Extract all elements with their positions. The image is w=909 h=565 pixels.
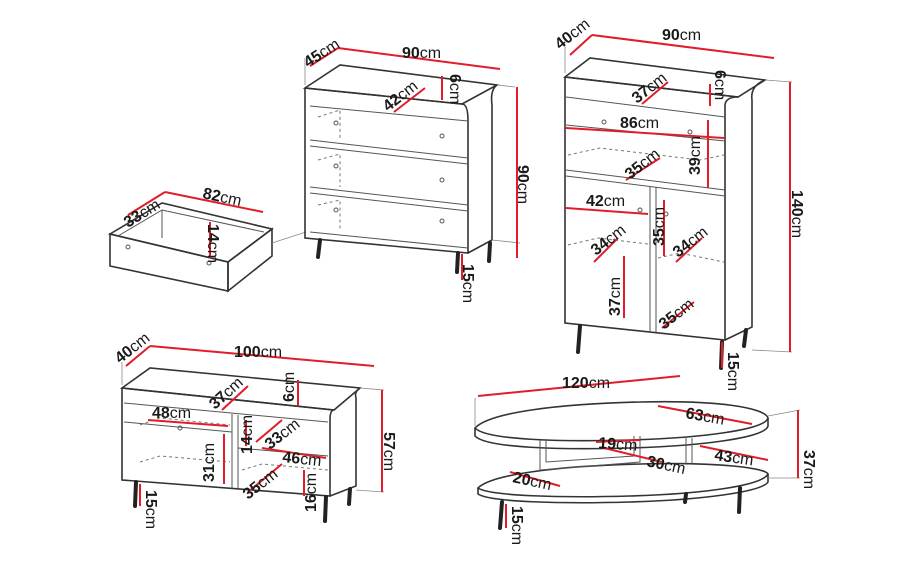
dresser-drawing bbox=[302, 58, 521, 274]
coffee-table-niche-width-label: 19cm bbox=[598, 435, 638, 455]
drawer-width-label: 82cm bbox=[201, 185, 243, 210]
sideboard-leg-label: 15cm bbox=[142, 490, 159, 529]
sideboard-shelf-width-label: 48cm bbox=[152, 405, 191, 422]
dresser-height-label: 90cm bbox=[514, 165, 531, 204]
sideboard-top-gap-label: 6cm bbox=[281, 372, 298, 402]
sideboard-dimensions: 40cm 100cm 37cm 6cm 48cm 31cm 14cm 33cm … bbox=[112, 330, 397, 529]
sideboard-drawing bbox=[119, 362, 385, 523]
highboard-lower-width-label: 42cm bbox=[586, 193, 625, 210]
drawer-height-label: 14cm bbox=[204, 224, 221, 263]
highboard-height-label: 140cm bbox=[788, 190, 805, 238]
dresser-shelf-gap-label: 6cm bbox=[446, 74, 463, 104]
coffee-table-niche-depth-label: 30cm bbox=[645, 453, 687, 478]
sideboard-height-label: 57cm bbox=[380, 432, 397, 471]
sideboard-width-label: 100cm bbox=[234, 344, 282, 361]
highboard-leg-label: 15cm bbox=[724, 352, 741, 391]
highboard-right-depth-low-label: 35cm bbox=[656, 296, 697, 333]
highboard-left-depth-label: 34cm bbox=[588, 222, 629, 259]
coffee-table-drawing bbox=[473, 398, 801, 530]
dresser-width-label: 90cm bbox=[402, 45, 441, 62]
sideboard-right-width-label: 46cm bbox=[282, 449, 323, 470]
sideboard-right-depth-label: 35cm bbox=[240, 466, 281, 503]
coffee-table-height-label: 37cm bbox=[800, 450, 817, 489]
sideboard-shelf-height-label: 31cm bbox=[201, 443, 218, 482]
dresser-depth-label: 45cm bbox=[301, 36, 343, 72]
dresser-leg-label: 15cm bbox=[459, 264, 476, 303]
highboard-depth-label: 40cm bbox=[552, 16, 593, 53]
highboard-lower-height-label: 35cm bbox=[651, 207, 668, 246]
dresser-dimensions: 45cm 90cm 42cm 6cm 90cm 15cm bbox=[301, 36, 531, 303]
highboard-left-height-label: 37cm bbox=[607, 277, 624, 316]
highboard-width-label: 90cm bbox=[662, 27, 701, 44]
coffee-table-leg-label: 15cm bbox=[508, 506, 525, 545]
highboard-top-gap-label: 6cm bbox=[711, 70, 728, 100]
sideboard-right-height-label: 16cm bbox=[303, 473, 320, 512]
highboard-upper-height-label: 39cm bbox=[687, 136, 704, 175]
highboard-shelf-width-label: 86cm bbox=[620, 115, 659, 132]
sideboard-mid-height-label: 14cm bbox=[239, 415, 256, 454]
sideboard-mid-depth-label: 33cm bbox=[262, 416, 303, 453]
coffee-table-top-depth-label: 63cm bbox=[684, 405, 725, 429]
drawer-drawing bbox=[107, 202, 307, 293]
coffee-table-side-depth-label: 43cm bbox=[713, 447, 754, 469]
coffee-table-niche-height-label: 20cm bbox=[511, 469, 553, 494]
highboard-right-depth-label: 34cm bbox=[670, 224, 711, 261]
coffee-table-width-label: 120cm bbox=[562, 375, 610, 392]
drawer-depth-label: 33cm bbox=[121, 196, 163, 231]
coffee-table-dimensions: 120cm 63cm 19cm 30cm 43cm 20cm 37cm 15cm bbox=[477, 375, 817, 545]
